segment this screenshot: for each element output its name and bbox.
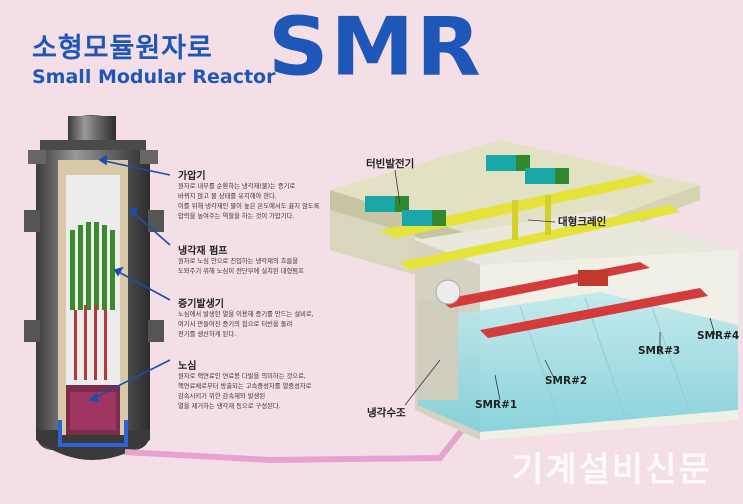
title-english: Small Modular Reactor — [32, 66, 276, 88]
callout-line: 열을 제거하는 냉각재 등으로 구성된다. — [178, 403, 281, 410]
label-smr2: SMR#2 — [545, 375, 588, 387]
smr-building — [330, 140, 738, 440]
callout-line: 감속시키기 위한 감속재와 발생된 — [178, 393, 266, 400]
label-smr4: SMR#4 — [697, 330, 740, 342]
label-crane: 대형크레인 — [558, 216, 607, 228]
callout-core: 노심 원자로 핵연료인 연료봉 다발을 의미하는 것으로, 핵연료체로부터 방출… — [178, 357, 338, 412]
callout-title: 가압기 — [178, 171, 206, 182]
title-korean: 소형모듈원자로 — [32, 33, 213, 64]
callout-line: 전기를 생산하게 된다. — [178, 331, 237, 338]
turbine-generators — [365, 155, 569, 226]
reactor-vessel — [24, 115, 164, 460]
label-pool: 냉각수조 — [367, 407, 406, 419]
callout-line: 이를 위해 냉각재인 물이 높은 온도에서도 끓지 않도록 — [178, 203, 320, 210]
title-smr: SMR — [268, 0, 483, 94]
callout-pressurizer: 가압기 원자로 내부를 순환하는 냉각재(물)는 증기로 바뀌지 않고 물 상태… — [178, 167, 338, 222]
callout-line: 여기서 만들어진 증기의 힘으로 터빈을 돌려 — [178, 321, 293, 328]
callout-line: 핵연료체로부터 방출되는 고속중성자를 열중성자로 — [178, 383, 312, 390]
callout-title: 냉각재 펌프 — [178, 246, 228, 257]
label-smr3: SMR#3 — [638, 345, 681, 357]
watermark: 기계설비신문 — [512, 450, 712, 490]
callout-line: 원자로 내부를 순환하는 냉각재(물)는 증기로 — [178, 183, 296, 190]
callout-line: 도와주기 위해 노심이 전단부에 설치된 대형펌프 — [178, 268, 304, 275]
callout-line: 압력을 높여주는 역할을 하는 것이 가압기다. — [178, 213, 295, 220]
label-turbine: 터빈발전기 — [366, 158, 415, 170]
callout-title: 증기발생기 — [178, 299, 224, 310]
callout-line: 원자로 핵연료인 연료봉 다발을 의미하는 것으로, — [178, 373, 306, 380]
callout-line: 노심에서 발생한 열을 이용해 증기를 만드는 설비로, — [178, 311, 314, 318]
callout-steam-generator: 증기발생기 노심에서 발생한 열을 이용해 증기를 만드는 설비로, 여기서 만… — [178, 295, 338, 340]
callout-line: 원자로 노심 안으로 진입하는 냉각재의 흐름을 — [178, 258, 299, 265]
label-smr1: SMR#1 — [475, 399, 518, 411]
callout-title: 노심 — [178, 361, 197, 372]
callout-coolant-pump: 냉각재 펌프 원자로 노심 안으로 진입하는 냉각재의 흐름을 도와주기 위해 … — [178, 242, 338, 277]
callout-line: 바뀌지 않고 물 상태를 유지해야 한다. — [178, 193, 277, 200]
